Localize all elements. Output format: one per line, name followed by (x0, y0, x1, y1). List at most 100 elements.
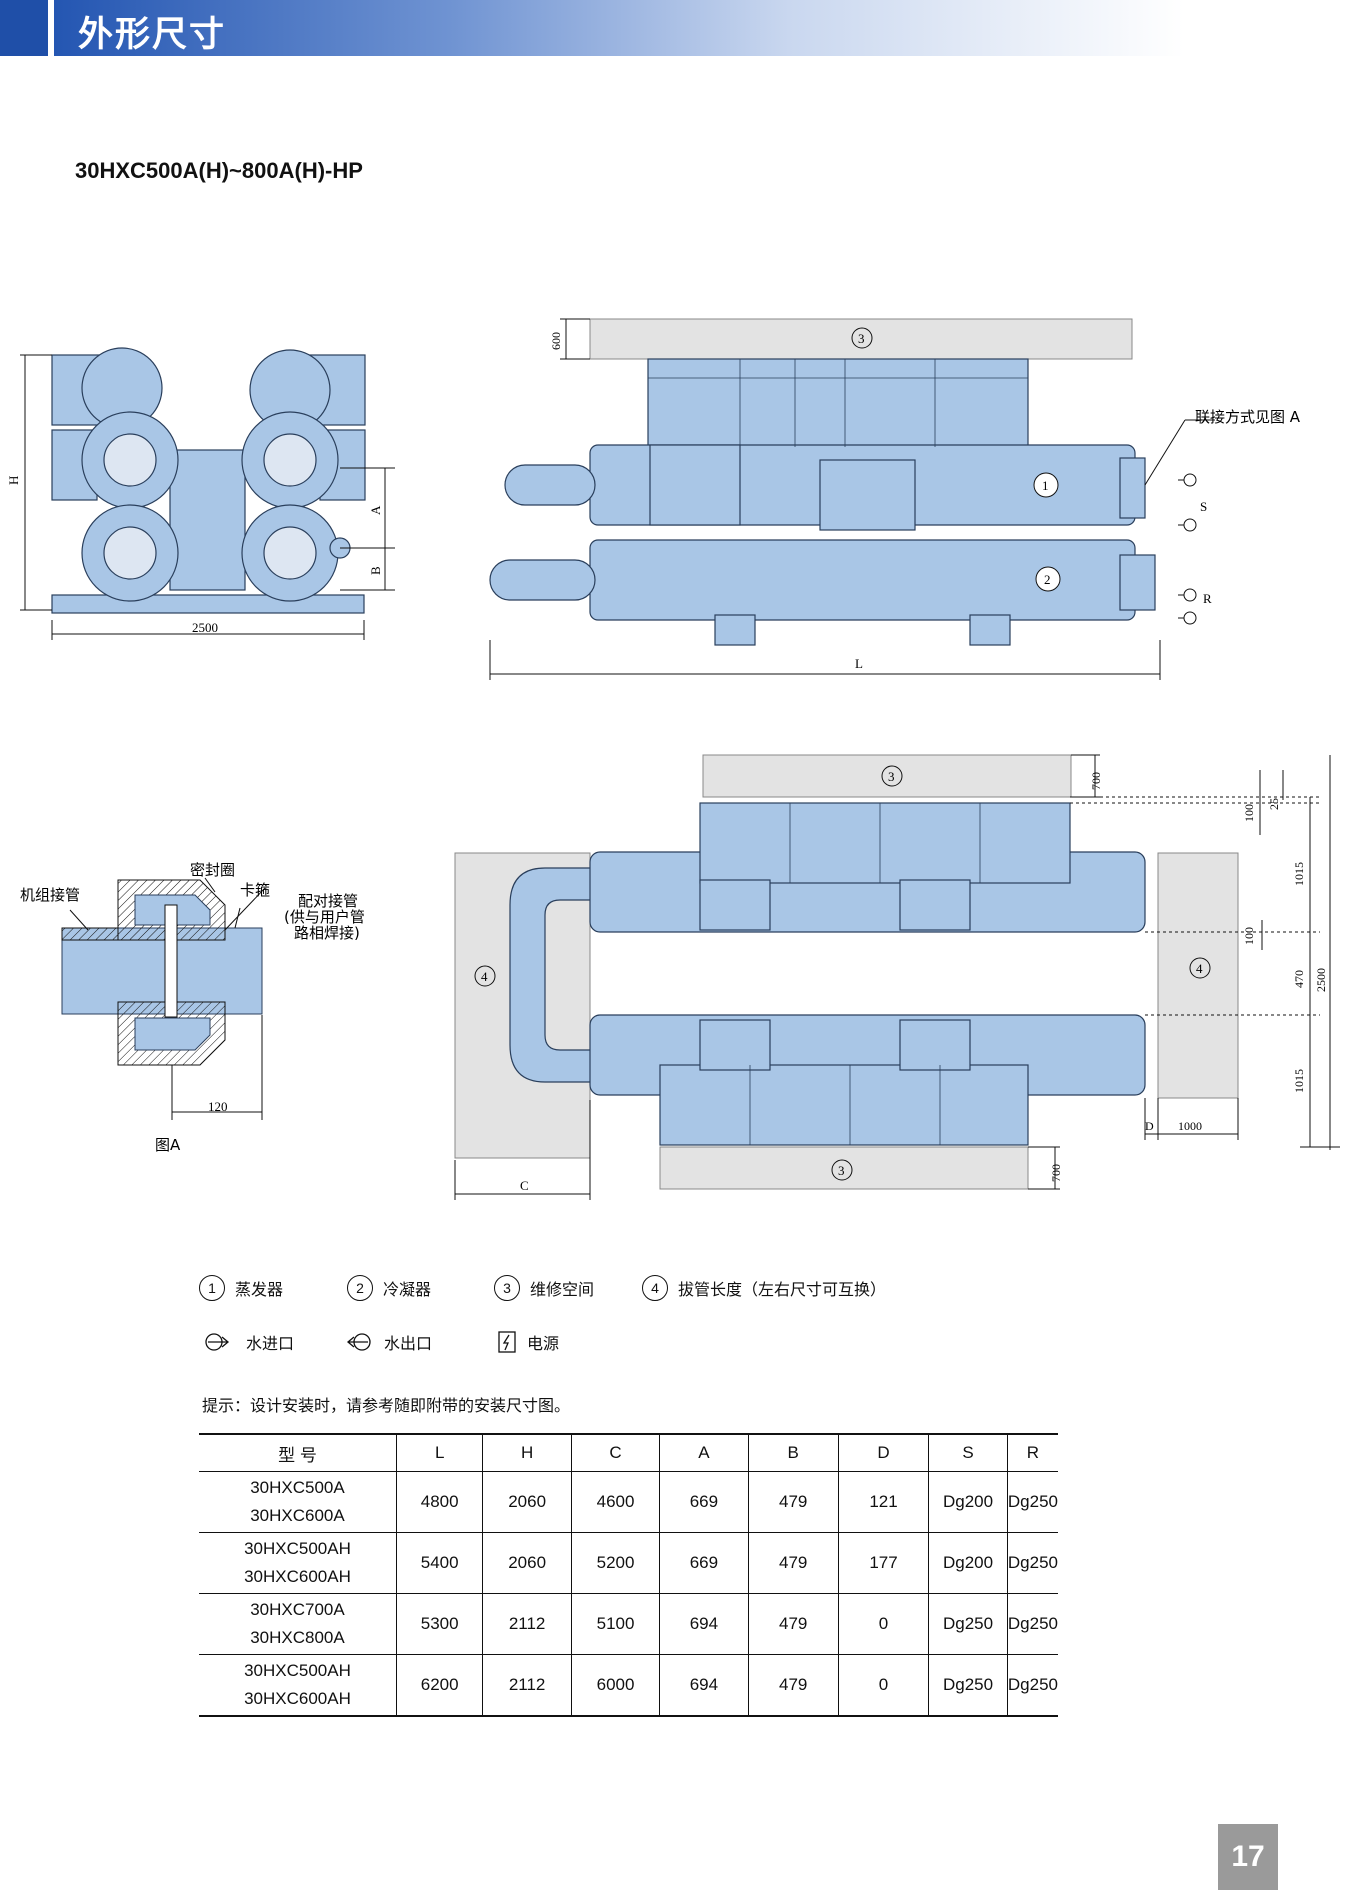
cell-d: 177 (837, 1532, 929, 1594)
legend-water-out-label: 水出口 (384, 1334, 433, 1353)
plan-top-clear-dim: 700 (1089, 772, 1103, 790)
col-a: A (659, 1433, 749, 1472)
cell-h: 2112 (482, 1593, 572, 1655)
model-2: 30HXC800A (250, 1628, 345, 1647)
legend-evap-num: 1 (199, 1275, 225, 1301)
table-header-row: 型 号 L H C A B D S R (199, 1433, 1058, 1472)
plan-compressor-1 (699, 879, 771, 931)
cell-a: 669 (659, 1471, 749, 1533)
side-cond-nozzle (1119, 554, 1156, 611)
front-b-label: B (368, 566, 383, 575)
col-b: B (747, 1433, 839, 1472)
plan-lower-panels (659, 1064, 1029, 1146)
legend-maintenance: 3 维修空间 (494, 1275, 594, 1301)
col-h: H (482, 1433, 572, 1472)
cell-a: 694 (659, 1654, 749, 1717)
header-accent-bar (0, 0, 48, 56)
plan-compressor-3 (699, 1019, 771, 1071)
detail-a: 机组接管 密封圈 卡箍 配对接管 (供与用户管 路相焊接) 120 图A (20, 861, 365, 1154)
side-clear-num: 3 (858, 331, 865, 346)
model-1: 30HXC500AH (244, 1539, 351, 1558)
model-cell: 30HXC700A 30HXC800A (199, 1593, 397, 1655)
plan-dim-470: 470 (1292, 970, 1306, 988)
header-gradient (54, 0, 1184, 56)
plan-view: 3 3 4 4 (454, 754, 1340, 1200)
cell-r: Dg250 (1006, 1593, 1058, 1655)
side-top-clear-dim: 600 (549, 332, 563, 350)
side-compressor-1 (649, 444, 741, 526)
cell-s: Dg250 (928, 1654, 1008, 1717)
detail-seal-label: 密封圈 (190, 861, 235, 879)
side-cond-circle (1035, 566, 1061, 592)
side-compressor-2 (819, 459, 916, 531)
cell-d: 0 (837, 1593, 929, 1655)
cell-a: 694 (659, 1593, 749, 1655)
cell-b: 479 (747, 1654, 839, 1717)
legend-power-label: 电源 (527, 1334, 560, 1353)
legend-evap-label: 蒸发器 (235, 1280, 284, 1299)
plan-dim-1015b: 1015 (1292, 1069, 1306, 1093)
front-tube-sheet-4 (263, 526, 317, 580)
detail-unit-pipe-label: 机组接管 (20, 886, 80, 904)
legend-condenser: 2 冷凝器 (347, 1275, 431, 1301)
detail-pipe (61, 927, 263, 1015)
model-1: 30HXC500A (250, 1478, 345, 1497)
detail-clamp-label: 卡箍 (240, 881, 270, 899)
plan-c-label: C (520, 1178, 529, 1193)
plan-pull-num-left: 4 (481, 969, 488, 984)
side-l-label: L (855, 656, 863, 671)
plan-dim-1015a: 1015 (1292, 862, 1306, 886)
side-evaporator-head (504, 464, 596, 506)
legend-cond-label: 冷凝器 (383, 1280, 432, 1299)
col-model: 型 号 (199, 1433, 397, 1472)
plan-bottom-clear-dim: 700 (1049, 1164, 1063, 1182)
header-gap (48, 0, 54, 56)
front-width-label: 2500 (192, 620, 218, 635)
detail-dim-120: 120 (208, 1099, 228, 1114)
cell-r: Dg250 (1006, 1654, 1058, 1717)
power-icon (498, 1331, 516, 1353)
plan-clear-num-bottom: 3 (838, 1163, 845, 1178)
cell-c: 6000 (570, 1654, 660, 1717)
legend-pull: 4 拔管长度（左右尺寸可互换） (642, 1275, 886, 1301)
detail-gap (164, 904, 178, 1018)
cell-d: 0 (837, 1654, 929, 1717)
plan-bottom-clearance (659, 1146, 1029, 1190)
water-out-icon (346, 1333, 371, 1351)
detail-seal-bottom (134, 1017, 211, 1051)
detail-mate-pipe-2: (供与用户管 (284, 908, 365, 926)
cell-c: 5200 (570, 1532, 660, 1594)
side-cond-num: 2 (1044, 572, 1051, 587)
col-d: D (837, 1433, 929, 1472)
cell-c: 5100 (570, 1593, 660, 1655)
legend-power: 电源 (497, 1330, 559, 1354)
legend-maint-num: 3 (494, 1275, 520, 1301)
model-1: 30HXC700A (250, 1600, 345, 1619)
page-number: 17 (1218, 1824, 1278, 1890)
legend-water-out: 水出口 (340, 1330, 432, 1354)
legend-water-in: 水进口 (202, 1330, 294, 1354)
plan-dim-100b: 100 (1242, 927, 1256, 945)
front-tube-sheet-1 (103, 433, 157, 487)
side-view: 3 1 2 600 (489, 318, 1301, 680)
side-evap-circle (1033, 472, 1059, 498)
plan-d-label: D (1145, 1119, 1154, 1133)
plan-dim-2500: 2500 (1314, 968, 1328, 992)
cell-b: 479 (747, 1593, 839, 1655)
side-evap-num: 1 (1042, 478, 1049, 493)
cell-h: 2060 (482, 1532, 572, 1594)
detail-groove-left (61, 927, 119, 941)
plan-top-clearance (702, 754, 1072, 798)
front-a-label: A (368, 505, 383, 515)
water-in-icon (205, 1333, 230, 1351)
front-view (51, 347, 366, 614)
cell-b: 479 (747, 1471, 839, 1533)
model-1: 30HXC500AH (244, 1661, 351, 1680)
side-control-panels (647, 358, 1029, 448)
